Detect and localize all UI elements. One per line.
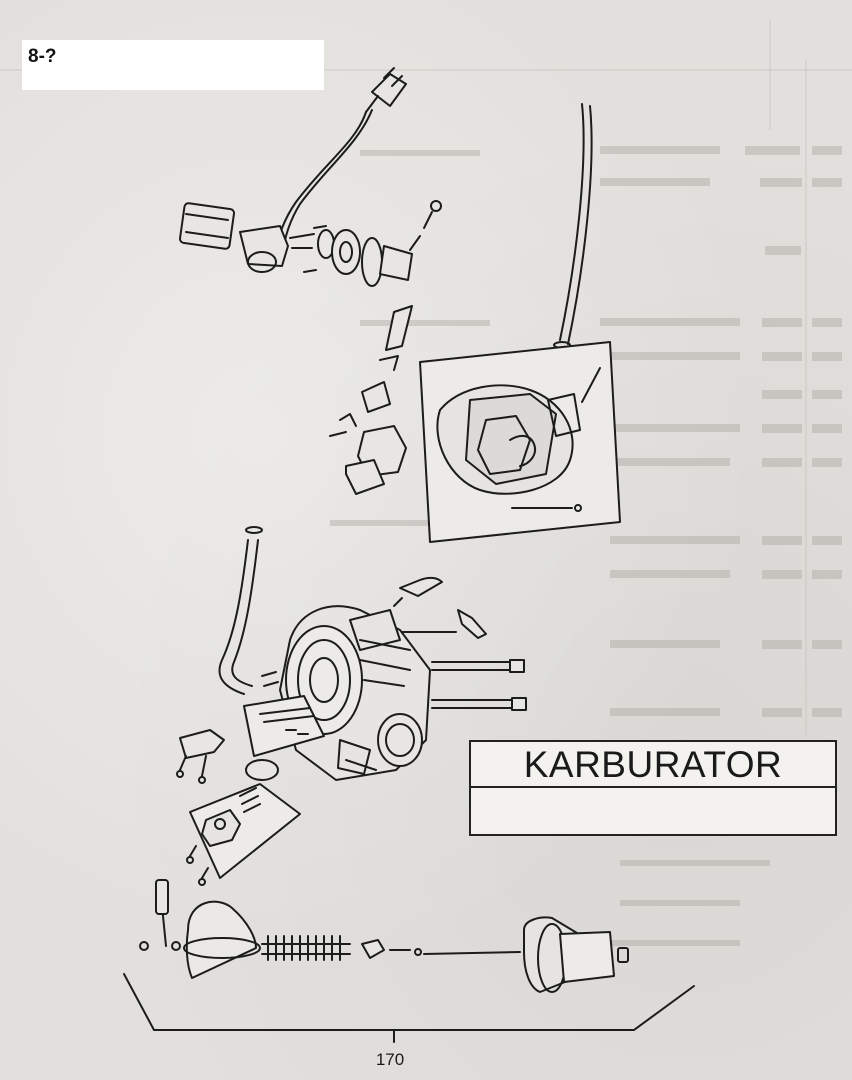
choke-connector-group (273, 67, 407, 263)
page-label: 8-? (28, 46, 57, 67)
auto-choke-assembly (178, 200, 442, 287)
page-number: 170 (375, 1050, 405, 1069)
vent-tube (553, 103, 593, 349)
float-chamber-inset (419, 341, 621, 543)
fuel-hose (218, 526, 279, 695)
group-bracket-line (123, 973, 695, 1031)
throttle-bracket (176, 695, 325, 784)
needle-jet-parts (329, 305, 413, 495)
float-bowl (186, 759, 301, 886)
section-title-box: KARBURATOR (469, 740, 837, 836)
small-fittings (393, 576, 527, 711)
page-label-box: 8-? (22, 40, 324, 90)
section-title: KARBURATOR (523, 744, 783, 785)
title-divider (471, 786, 835, 788)
vacuum-piston-row (139, 879, 629, 993)
